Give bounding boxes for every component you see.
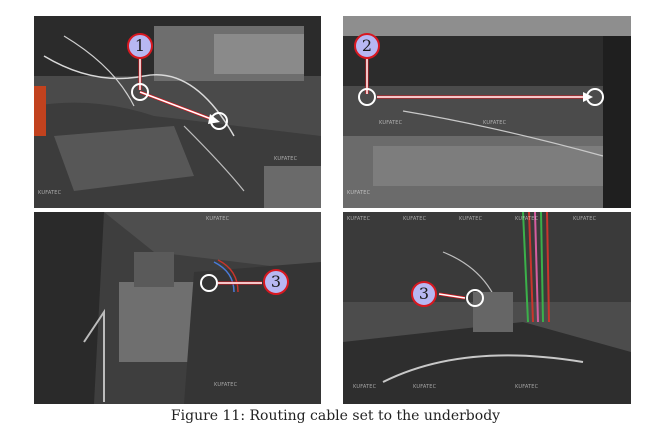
- figure-caption-prefix: Figure 11:: [170, 408, 246, 424]
- photo-1: 1 KUFATEC KUFATEC: [34, 16, 321, 208]
- photo-4-watermark: KUFATEC: [515, 384, 539, 390]
- photo-2-watermark: KUFATEC: [379, 120, 403, 126]
- photo-4-watermark: KUFATEC: [353, 384, 377, 390]
- photo-2-watermark: KUFATEC: [483, 120, 507, 126]
- photo-4-watermark: KUFATEC: [347, 216, 371, 222]
- photo-4-watermark: KUFATEC: [515, 216, 539, 222]
- figure-caption-text: Routing cable set to the underbody: [249, 408, 501, 424]
- photo-4: 3 KUFATEC KUFATEC KUFATEC KUFATEC KUFATE…: [343, 212, 631, 404]
- step-3b-badge: 3: [411, 281, 437, 307]
- photo-1-scene: [34, 16, 321, 208]
- photo-1-watermark: KUFATEC: [38, 190, 62, 196]
- photo-1-ring-start: [131, 83, 149, 101]
- photo-1-watermark: KUFATEC: [274, 156, 298, 162]
- photo-4-watermark: KUFATEC: [459, 216, 483, 222]
- photo-2-ring-start: [358, 88, 376, 106]
- photo-2-marker-lines: [365, 46, 593, 102]
- photo-3: 3 KUFATEC KUFATEC: [34, 212, 321, 404]
- photo-3-watermark: KUFATEC: [206, 216, 230, 222]
- photo-4-watermark: KUFATEC: [403, 216, 427, 222]
- step-1-badge: 1: [127, 33, 153, 59]
- photo-3-watermark: KUFATEC: [214, 382, 238, 388]
- photo-3-marker-lines: [218, 281, 262, 285]
- step-2-badge: 2: [354, 33, 380, 59]
- figure-caption: Figure 11: Routing cable set to the unde…: [0, 408, 671, 424]
- step-3-badge: 3: [263, 269, 289, 295]
- photo-2-ring-end: [586, 88, 604, 106]
- photo-4-scene: [343, 212, 631, 404]
- photo-1-marker-lines: [138, 46, 220, 124]
- photo-4-ring: [466, 289, 484, 307]
- photo-2-watermark: KUFATEC: [347, 190, 371, 196]
- photo-1-ring-end: [210, 112, 228, 130]
- photo-3-ring: [200, 274, 218, 292]
- photo-4-watermark: KUFATEC: [573, 216, 597, 222]
- photo-3-scene: [34, 212, 321, 404]
- photo-2: 2 KUFATEC KUFATEC KUFATEC: [343, 16, 631, 208]
- photo-4-watermark: KUFATEC: [413, 384, 437, 390]
- photo-4-marker-lines: [438, 292, 466, 300]
